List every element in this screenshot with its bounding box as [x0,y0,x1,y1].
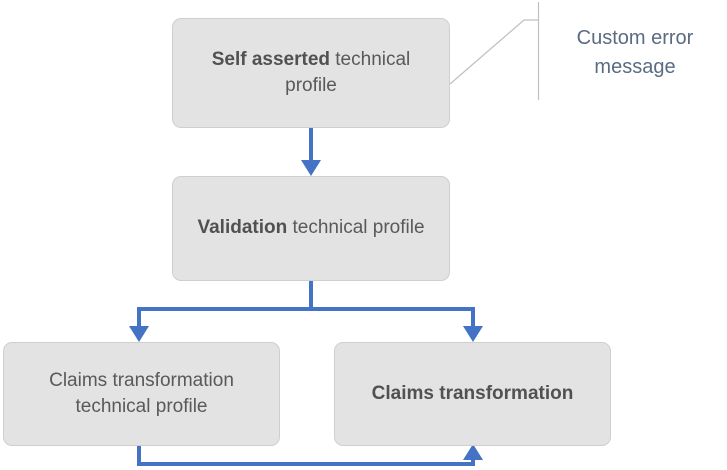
node-validation-label: Validation technical profile [187,215,435,241]
node-claims-transformation[interactable]: Claims transformation [334,342,611,446]
node-self-asserted-rest: technical profile [285,48,411,96]
node-claims-transformation-emphasis: Claims transformation [371,382,574,404]
node-validation-rest: technical profile [287,217,425,239]
node-claims-transformation-label: Claims transformation [349,381,596,407]
node-validation-technical-profile[interactable]: Validation technical profile [172,176,450,281]
connector-self-asserted-to-validation [301,128,321,176]
callout-custom-error-message: Custom error message [552,24,718,82]
callout-line-1: Custom error [576,27,694,49]
node-self-asserted-label: Self asserted technical profile [187,47,435,99]
callout-leader-line [449,2,540,100]
connector-validation-split [129,281,483,342]
node-self-asserted-emphasis: Self asserted [211,48,330,70]
callout-line-2: message [594,56,676,78]
node-claims-transformation-technical-label: Claims transformation technical profile [49,369,234,417]
node-self-asserted-technical-profile[interactable]: Self asserted technical profile [172,18,450,128]
connector-transformation-feedback-loop [137,444,483,466]
node-validation-emphasis: Validation [197,217,288,239]
node-claims-transformation-technical-profile[interactable]: Claims transformation technical profile [3,342,280,446]
